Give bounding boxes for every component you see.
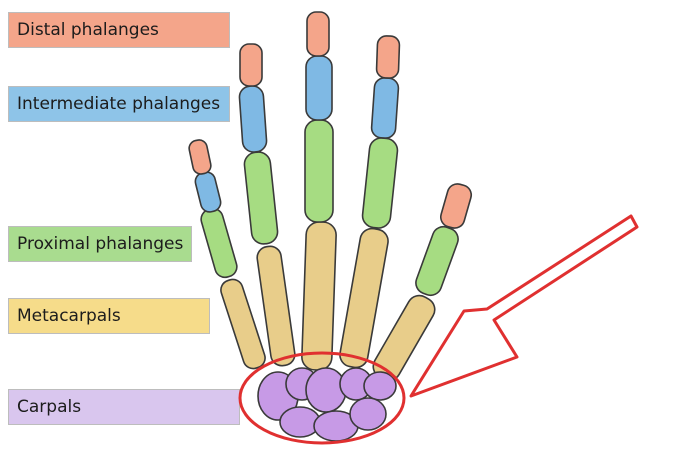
index-finger bbox=[339, 35, 401, 369]
label-distal-phalanges: Distal phalanges bbox=[8, 12, 230, 48]
intermediate-phalanx-middle bbox=[305, 55, 333, 121]
intermediate-phalanx-ring bbox=[238, 85, 268, 153]
little-finger bbox=[188, 139, 266, 370]
distal-phalanx-little bbox=[188, 139, 212, 175]
pointer-arrow bbox=[409, 214, 639, 398]
carpal-bone bbox=[349, 397, 387, 431]
carpal-bone bbox=[363, 371, 397, 401]
metacarpal-ring bbox=[256, 245, 296, 367]
metacarpal-index bbox=[339, 227, 389, 369]
proximal-phalanx-middle bbox=[304, 119, 334, 223]
label-intermediate-phalanges: Intermediate phalanges bbox=[8, 86, 230, 122]
proximal-phalanx-ring bbox=[243, 151, 279, 245]
proximal-phalanx-thumb bbox=[415, 225, 459, 297]
proximal-phalanx-index bbox=[361, 137, 399, 229]
label-metacarpals: Metacarpals bbox=[8, 298, 210, 334]
intermediate-phalanx-index bbox=[370, 77, 400, 139]
middle-finger bbox=[301, 11, 337, 371]
metacarpal-little bbox=[220, 278, 266, 370]
proximal-phalanx-little bbox=[200, 207, 238, 279]
carpal-bone bbox=[305, 367, 347, 413]
thumb bbox=[372, 183, 473, 382]
metacarpal-middle bbox=[301, 221, 337, 371]
distal-phalanx-middle bbox=[306, 11, 330, 57]
carpal-bones bbox=[257, 367, 397, 442]
distal-phalanx-thumb bbox=[439, 183, 473, 229]
distal-phalanx-ring bbox=[239, 43, 263, 87]
ring-finger bbox=[238, 43, 296, 367]
label-carpals: Carpals bbox=[8, 389, 240, 425]
distal-phalanx-index bbox=[375, 35, 401, 79]
carpals-highlight-ellipse bbox=[238, 351, 406, 445]
intermediate-phalanx-little bbox=[194, 171, 222, 213]
label-proximal-phalanges: Proximal phalanges bbox=[8, 226, 192, 262]
